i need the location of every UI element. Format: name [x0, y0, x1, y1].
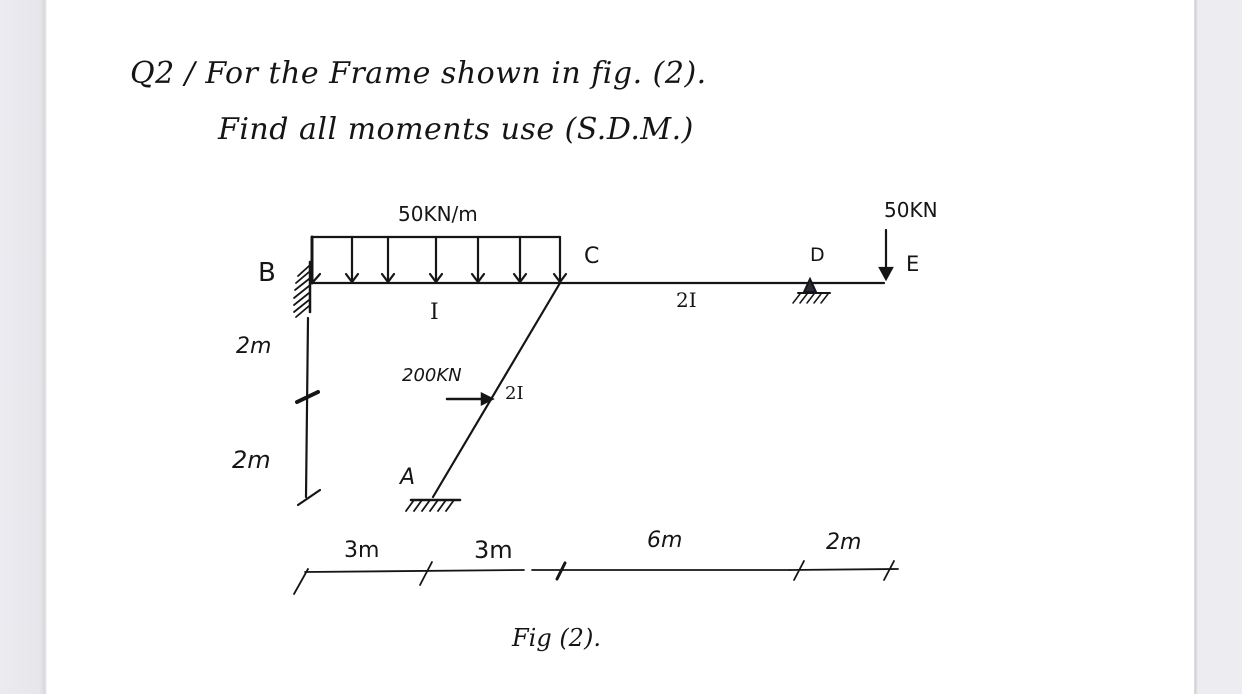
stiffness-label-bc: I [430, 300, 439, 325]
horizontal-dim-3: 6m [647, 528, 683, 553]
node-label-b: B [258, 258, 276, 288]
horizontal-dim-2: 3m [474, 536, 513, 564]
fixed-support-b-icon [293, 260, 312, 318]
udl-load [310, 235, 568, 285]
node-label-c: C [584, 244, 600, 269]
node-label-a: A [400, 465, 416, 490]
horizontal-dimension [293, 560, 899, 595]
paper-page [47, 0, 1194, 694]
question-text-1: For the Frame shown in fig. (2). [205, 56, 707, 91]
question-line-1: Q2 / For the Frame shown in fig. (2). [130, 56, 707, 91]
question-line-2: Find all moments use (S.D.M.) [218, 112, 694, 147]
question-number: Q2 / [130, 56, 196, 91]
stiffness-label-cd: 2I [676, 288, 697, 312]
vertical-dim-bottom: 2m [232, 446, 271, 474]
roller-support-d-icon [792, 276, 831, 304]
stiffness-label-ac: 2I [505, 383, 524, 404]
horizontal-load-label: 200KN [402, 365, 462, 386]
udl-label: 50KN/m [398, 202, 478, 226]
horizontal-load-arrow [445, 391, 495, 407]
node-label-e: E [906, 252, 920, 276]
horizontal-dim-1: 3m [344, 538, 380, 563]
vertical-dimension [295, 316, 322, 507]
figure-caption: Fig (2). [512, 624, 601, 652]
node-label-d: D [810, 244, 825, 266]
fixed-support-a-icon [405, 498, 462, 512]
vertical-dim-top: 2m [236, 334, 272, 359]
horizontal-dim-4: 2m [826, 530, 862, 555]
point-load-label: 50KN [884, 198, 938, 222]
member-a-c [431, 281, 562, 499]
point-load-e-arrow [878, 228, 894, 282]
